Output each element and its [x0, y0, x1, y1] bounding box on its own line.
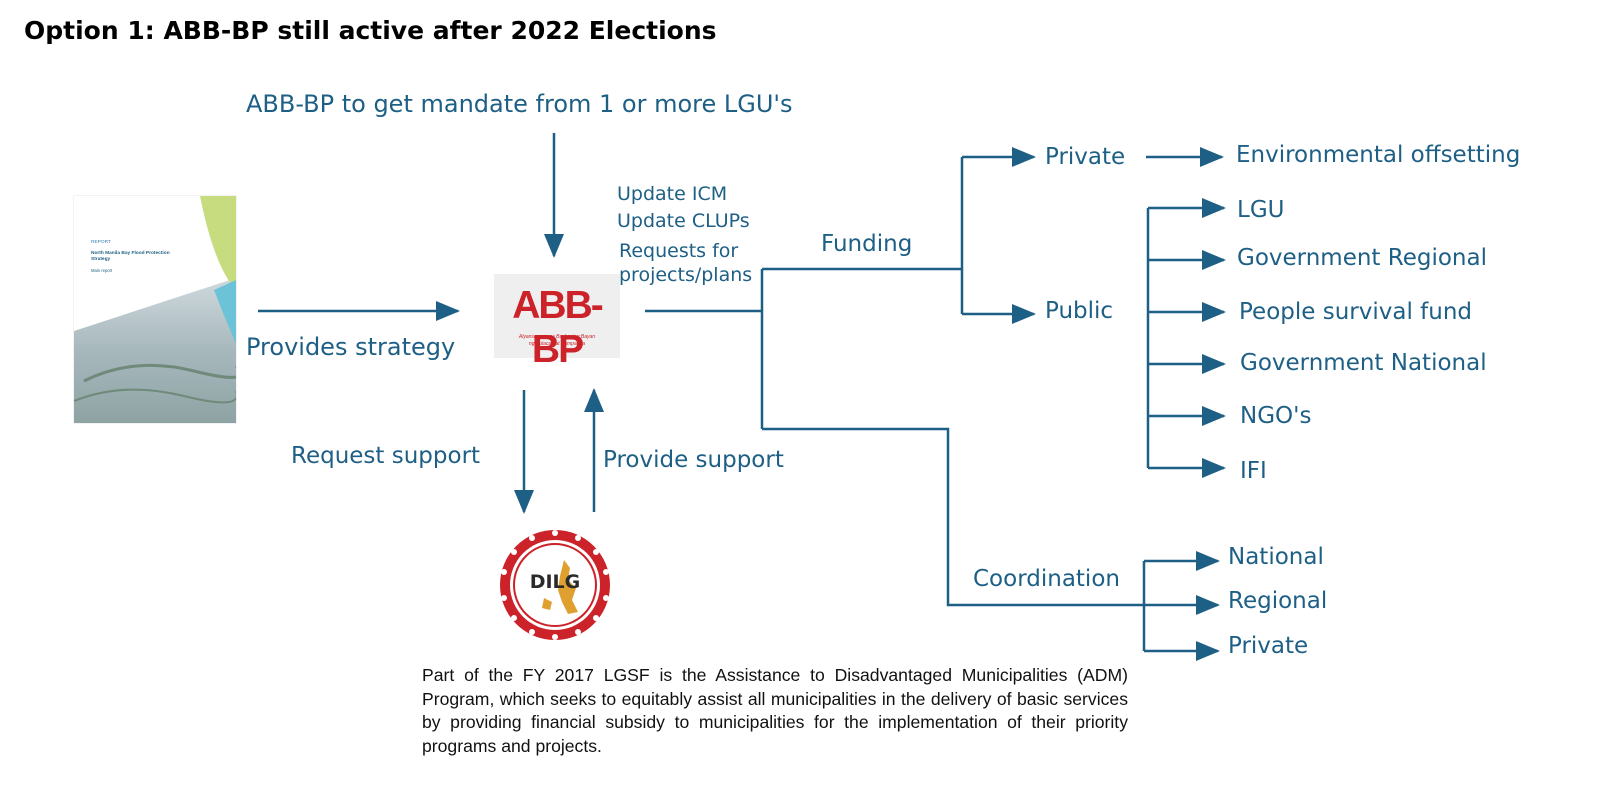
public-source-ngos: NGO's	[1240, 403, 1312, 429]
coordination-label: Coordination	[973, 566, 1120, 592]
public-funding-label: Public	[1045, 298, 1114, 324]
request-support-label: Request support	[291, 443, 481, 469]
report-label: REPORT	[91, 240, 111, 245]
coord-target-regional: Regional	[1228, 588, 1328, 614]
strategy-report-thumbnail: REPORT North Manila Bay Flood Protection…	[74, 196, 236, 423]
dilg-seal-text: DILG	[529, 571, 581, 593]
adm-program-description: Part of the FY 2017 LGSF is the Assistan…	[422, 665, 1128, 756]
private-funding-label: Private	[1045, 144, 1126, 170]
env-offsetting-label: Environmental offsetting	[1236, 142, 1521, 168]
action-projects-plans: projects/plans	[619, 264, 753, 286]
dilg-seal-graphic	[500, 530, 610, 640]
public-source-lgu: LGU	[1237, 197, 1285, 223]
page-title: Option 1: ABB-BP still active after 2022…	[24, 16, 717, 45]
public-source-ifi: IFI	[1240, 458, 1267, 484]
provide-support-label: Provide support	[603, 447, 784, 473]
abb-bp-logo-subtitle-line-2: ng Bulacan at Pampanga	[528, 341, 586, 347]
abb-bp-logo-subtitle-line-1: Alyansa ng mga Baybaying Bayan	[518, 334, 596, 340]
abb-bp-logo: ABB-BP Alyansa ng mga Baybaying Bayan ng…	[494, 274, 620, 371]
public-source-gov-national: Government National	[1240, 350, 1487, 376]
coord-target-national: National	[1228, 544, 1324, 570]
report-cover-graphic	[74, 196, 236, 423]
action-update-clups: Update CLUPs	[617, 210, 750, 232]
provides-strategy-label: Provides strategy	[246, 333, 456, 361]
report-title-line-2: Strategy	[91, 257, 111, 262]
report-subtitle: Main report	[91, 268, 113, 273]
dilg-seal: DILG	[498, 528, 612, 642]
coord-target-private: Private	[1228, 633, 1309, 659]
action-update-icm: Update ICM	[617, 183, 728, 205]
public-source-gov-regional: Government Regional	[1237, 245, 1487, 271]
report-title: North Manila Bay Flood Protection Strate…	[91, 251, 170, 263]
action-requests-for: Requests for	[619, 240, 739, 262]
report-title-line-1: North Manila Bay Flood Protection	[91, 251, 170, 256]
coordination-line	[762, 427, 1144, 607]
mandate-label: ABB-BP to get mandate from 1 or more LGU…	[246, 90, 793, 118]
funding-label: Funding	[821, 231, 913, 257]
abb-bp-logo-text: ABB-BP	[512, 284, 603, 371]
abb-bp-logo-subtitle: Alyansa ng mga Baybaying Bayan ng Bulaca…	[494, 334, 620, 348]
public-source-people-survival-fund: People survival fund	[1239, 299, 1472, 325]
